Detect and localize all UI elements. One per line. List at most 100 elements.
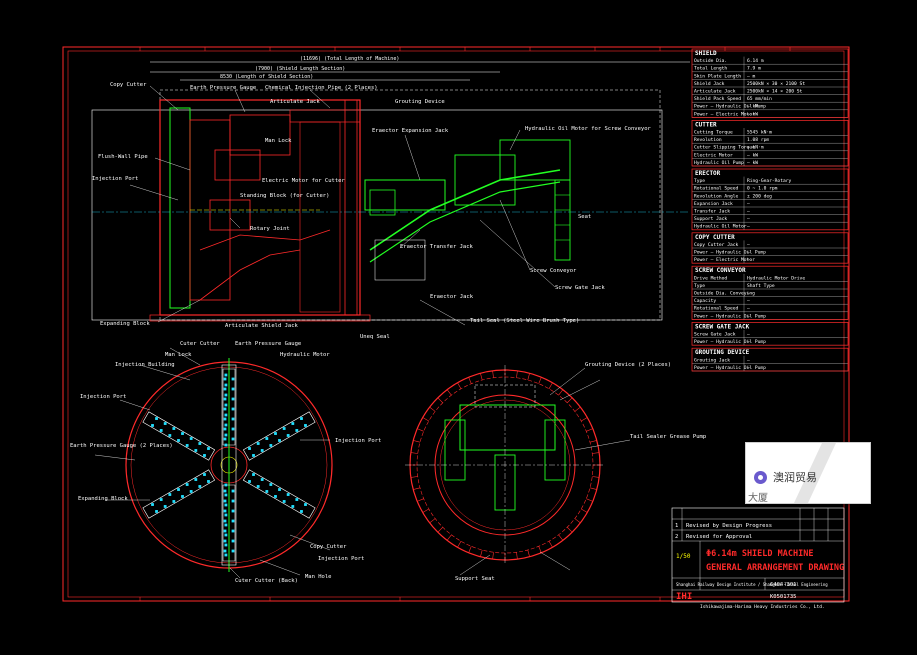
cutter-bit <box>252 473 255 476</box>
cutter-bit <box>286 493 290 496</box>
cutter-bit <box>224 523 228 527</box>
spec-section-title: SHIELD <box>695 50 717 57</box>
segment-tick <box>413 440 421 443</box>
front-view: Cuter Cutter Earth Pressure Gauge Man Lo… <box>70 341 381 584</box>
spec-row-value: — <box>747 358 750 363</box>
map-place-row[interactable]: 澳润贸易 <box>754 469 817 485</box>
side-view: (11696) (Total Length of Machine) (7900)… <box>91 56 690 340</box>
rear-view-labels: Grouting Device (2 Places) Tail Sealer G… <box>455 362 706 582</box>
segment-tick <box>574 518 581 524</box>
label-front-injection-port-2: Injection Port <box>335 438 381 444</box>
cutter-bit <box>231 549 235 553</box>
spec-section-box <box>691 265 849 320</box>
cutter-bit <box>224 553 228 557</box>
cutter-spoke <box>242 469 316 519</box>
map-place-popup[interactable]: 澳润贸易 大厦 <box>745 442 871 504</box>
segment-tick <box>429 406 436 412</box>
label-uneq-seal: Uneq Seal <box>360 334 390 340</box>
cutter-bit <box>231 539 235 543</box>
spec-row-value: 65 mm/min <box>747 96 772 102</box>
spec-row-value: — m <box>747 74 756 79</box>
cutter-bit <box>168 493 172 496</box>
title-block: 1 Revised by Design Progress 2 Revised f… <box>671 507 845 610</box>
map-place-name: 澳润贸易 <box>773 471 817 484</box>
spec-row-label: Hydraulic Oil Pump <box>694 160 744 166</box>
spec-row-label: Transfer Jack <box>694 209 730 215</box>
cutter-bit <box>224 383 228 387</box>
cutter-bit <box>223 539 227 543</box>
cutter-bit <box>231 437 235 441</box>
scale: 1/50 <box>676 553 691 560</box>
label-erector-expansion-jack: Eraector Expansion Jack <box>372 128 449 134</box>
segment-tick <box>527 373 530 381</box>
label-rotary-joint: Rotary Joint <box>250 226 290 232</box>
label-standing-block: Standing Block (for Cutter) <box>240 193 329 199</box>
drawing-title-line1: Φ6.14m SHIELD MACHINE <box>706 549 813 559</box>
cutter-bit <box>282 427 286 430</box>
spec-row-value: — <box>747 340 750 345</box>
segment-tick <box>567 397 573 403</box>
cutter-bit <box>224 533 228 537</box>
segment-tick <box>422 417 429 422</box>
cutter-bit <box>223 407 227 411</box>
cutter-spoke <box>222 484 236 562</box>
spec-row-label: Support Jack <box>694 216 727 222</box>
segment-tick <box>592 476 600 478</box>
dim-machine-length: 8530 (Length of Shield Section) <box>220 74 313 80</box>
cutter-bit <box>207 480 210 483</box>
segment-tick <box>581 417 588 422</box>
cutter-bit <box>269 444 273 447</box>
drawing-title-line2: GENERAL ARRANGEMENT DRAWING <box>706 563 844 573</box>
label-expanding-block: Expanding Block <box>100 321 150 327</box>
cutter-bit <box>248 480 251 483</box>
cutter-bit <box>151 424 154 427</box>
spec-row-value: — kW <box>747 152 758 158</box>
cutter-bit <box>177 439 180 442</box>
cutter-bit <box>172 500 176 503</box>
cutter-bit <box>223 387 227 391</box>
cutter-bit <box>231 387 235 391</box>
segment-tick <box>457 541 462 548</box>
cutter-bit <box>223 417 227 421</box>
segment-tick <box>589 440 597 443</box>
cutter-bit <box>256 442 260 445</box>
spec-row-label: Power — Hydraulic Oil Pump <box>694 104 766 110</box>
spec-row-label: Copy Cutter Jack <box>694 242 738 248</box>
spec-row-label: Type <box>694 178 705 184</box>
dim-overall-length: (11696) (Total Length of Machine) <box>300 56 399 62</box>
spec-row-value: — kW <box>747 160 758 166</box>
cutter-bit <box>159 429 163 432</box>
label-chemical-injection-pipe: Chemical Injection Pipe (2 Places) <box>265 85 378 91</box>
segment-tick <box>516 552 518 560</box>
map-place-sub: 大厦 <box>748 493 768 504</box>
segment-tick <box>446 534 452 541</box>
spec-row-label: Cutter Slipping Torque <box>694 145 755 151</box>
segment-tick <box>492 552 494 560</box>
cutter-bit <box>231 427 235 431</box>
spec-row-label: Screw Gate Jack <box>694 332 736 338</box>
label-rear-support-seat: Support Seat <box>455 576 495 582</box>
spec-section-box <box>691 168 849 231</box>
spec-section-title: SCREW CONVEYOR <box>695 267 746 274</box>
label-front-expanding-block: Expanding Block <box>78 496 128 502</box>
cutter-bit <box>286 434 290 437</box>
cutter-bit <box>194 478 198 481</box>
cutter-bit <box>260 478 264 481</box>
segment-tick <box>413 487 421 490</box>
cutter-bit <box>223 397 227 401</box>
spec-row-value: Ring-Gear-Rotary <box>747 178 791 184</box>
client: Shanghai Railway Design Institute / Shan… <box>676 582 828 587</box>
cutter-bit <box>185 483 189 486</box>
segment-tick <box>417 428 424 432</box>
cutter-bit <box>265 437 269 440</box>
spec-section-box <box>691 347 849 372</box>
label-erector-transfer-jack: Eraector Transfer Jack <box>400 244 474 250</box>
spec-row-label: Outside Dia. <box>694 58 727 64</box>
cutter-bit <box>189 490 193 493</box>
label-front-copy-cutter: Copy Cutter <box>310 544 347 550</box>
frame-ticks <box>139 47 791 601</box>
cutter-bit <box>265 490 269 493</box>
spec-row-label: Type <box>694 283 705 289</box>
label-tail-seal: Tail Seal (Steel Wire Brush Type) <box>470 318 579 324</box>
